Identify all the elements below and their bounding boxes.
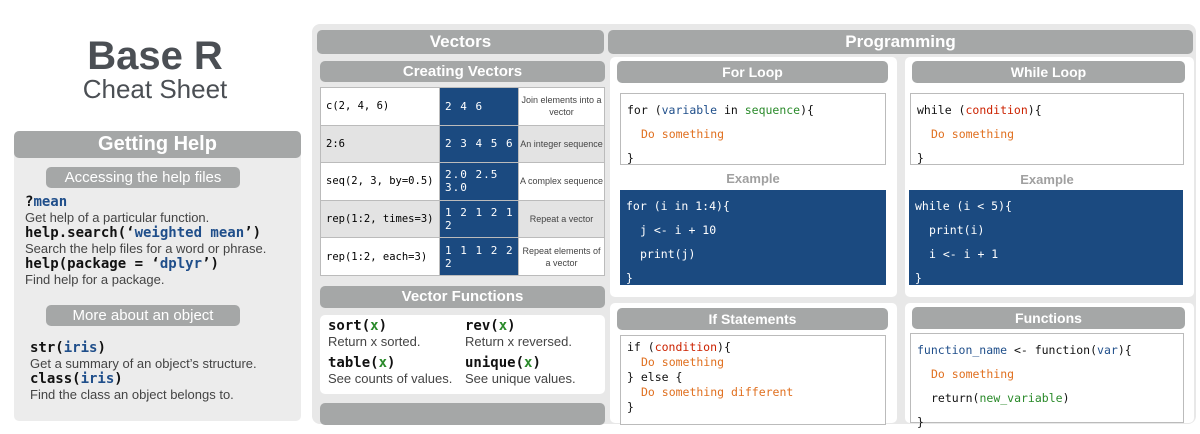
functions-header: Functions [912, 307, 1185, 329]
help-code-2: help.search(‘weighted mean’) [25, 225, 262, 241]
help-desc-1: Get help of a particular function. [25, 210, 210, 225]
object-desc-2: Find the class an object belongs to. [30, 387, 234, 402]
help-code-3: help(package = ‘dplyr’) [25, 256, 219, 272]
programming-header: Programming [608, 30, 1193, 54]
title: Base R [87, 34, 223, 78]
fn-unique: unique(x)See unique values. [465, 355, 576, 386]
for-example-label: Example [726, 171, 780, 186]
vector-functions-card: sort(x)Return x sorted. rev(x)Return x r… [320, 315, 605, 394]
while-example-code: while (i < 5){print(i)i <- i + 1} [909, 190, 1183, 285]
object-code-2: class(iris) [30, 371, 123, 387]
vectors-header: Vectors [317, 30, 604, 54]
fn-table: table(x)See counts of values. [328, 355, 453, 386]
help-desc-3: Find help for a package. [25, 272, 165, 287]
getting-help-header: Getting Help [14, 131, 301, 158]
help-code-1: ?mean [25, 194, 68, 210]
if-code: if (condition){ Do something } else { Do… [620, 335, 886, 425]
if-header: If Statements [617, 308, 888, 330]
object-code-1: str(iris) [30, 340, 106, 356]
fn-sort: sort(x)Return x sorted. [328, 318, 421, 349]
for-loop-header: For Loop [617, 61, 888, 83]
subtitle: Cheat Sheet [82, 74, 228, 104]
vector-functions-header: Vector Functions [320, 286, 605, 308]
while-loop-code: while (condition){ Do something } [910, 93, 1184, 165]
help-list: ?mean Get help of a particular function.… [25, 194, 300, 287]
object-subheader: More about an object [46, 305, 240, 326]
accessing-help-subheader: Accessing the help files [46, 167, 240, 188]
for-loop-code: for (variable in sequence){ Do something… [620, 93, 886, 165]
help-desc-2: Search the help files for a word or phra… [25, 241, 267, 256]
functions-code: function_name <- function(var){ Do somet… [910, 333, 1184, 429]
while-example-label: Example [1020, 172, 1074, 187]
fn-rev: rev(x)Return x reversed. [465, 318, 572, 349]
object-desc-1: Get a summary of an object’s structure. [30, 356, 257, 371]
while-loop-header: While Loop [912, 61, 1185, 83]
creating-vectors-header: Creating Vectors [320, 61, 605, 82]
object-list: str(iris) Get a summary of an object’s s… [30, 340, 300, 402]
next-section-header [320, 403, 605, 425]
